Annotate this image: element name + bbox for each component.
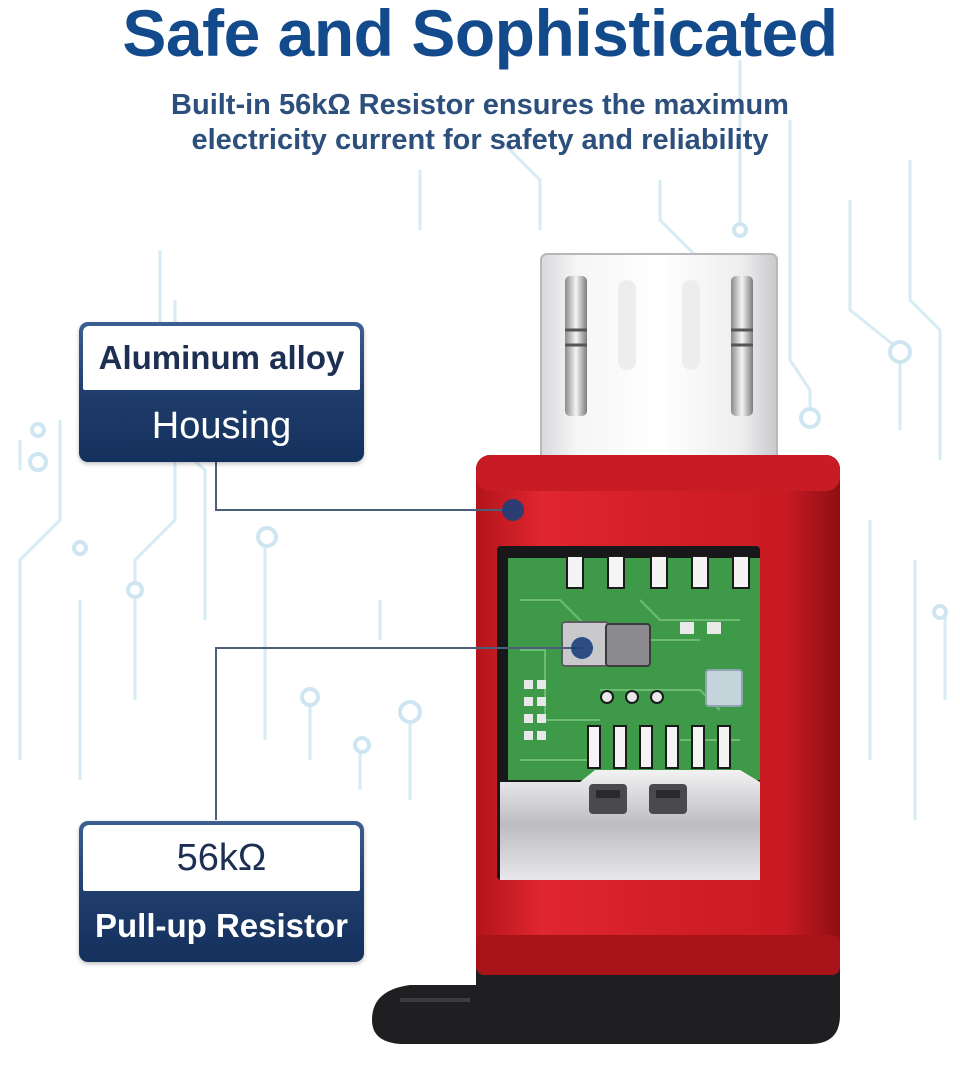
pcb-cutaway: [497, 546, 760, 880]
housing-callout-title: Aluminum alloy: [83, 326, 360, 390]
subheadline-line-1: Built-in 56kΩ Resistor ensures the maxim…: [171, 89, 789, 121]
housing-callout: Aluminum alloy Housing: [79, 322, 364, 462]
micro-usb-plug: [540, 253, 778, 465]
housing-callout-subtitle: Housing: [151, 404, 292, 447]
subheadline-line-2: electricity current for safety and relia…: [191, 124, 769, 156]
resistor-callout: 56kΩ Pull-up Resistor: [79, 821, 364, 962]
callout-leaders: [215, 462, 593, 820]
headline: Safe and Sophisticated: [122, 0, 838, 70]
subheadline: Built-in 56kΩ Resistor ensures the maxim…: [0, 88, 960, 158]
resistor-callout-title: 56kΩ: [83, 825, 360, 891]
resistor-callout-subtitle: Pull-up Resistor: [94, 907, 349, 944]
